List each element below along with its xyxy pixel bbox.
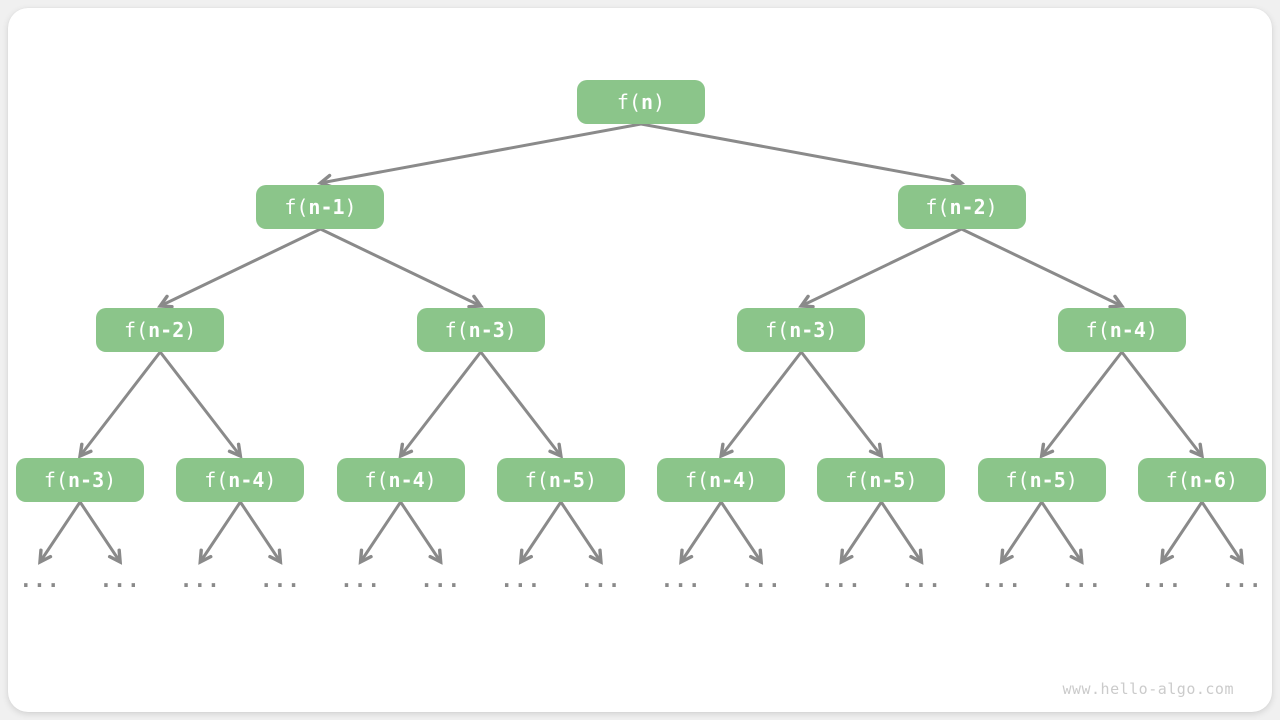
tree-node: f(n-5) [496,458,625,502]
tree-node: f(n-3) [737,308,866,352]
ellipsis-leaf: ... [740,568,782,593]
tree-node: f(n-4) [336,458,465,502]
ellipsis-leaf: ... [500,568,542,593]
ellipsis-leaf: ... [179,568,221,593]
watermark: www.hello-algo.com [1062,680,1234,698]
tree-node: f(n-3) [416,308,545,352]
ellipsis-leaf: ... [660,568,702,593]
tree-node: f(n-2) [96,308,225,352]
ellipsis-leaf: ... [19,568,61,593]
ellipsis-leaf: ... [580,568,622,593]
ellipsis-leaf: ... [981,568,1023,593]
tree-node: f(n-5) [817,458,946,502]
tree-node: f(n-1) [256,185,385,229]
ellipsis-leaf: ... [420,568,462,593]
ellipsis-leaf: ... [99,568,141,593]
ellipsis-leaf: ... [1061,568,1103,593]
tree-node: f(n-4) [176,458,305,502]
tree-node: f(n-6) [1137,458,1266,502]
ellipsis-leaf: ... [820,568,862,593]
tree-node: f(n) [577,80,705,124]
ellipsis-leaf: ... [259,568,301,593]
ellipsis-leaf: ... [340,568,381,593]
ellipsis-leaf: ... [900,568,942,593]
tree-node: f(n-4) [657,458,786,502]
tree-node: f(n-5) [977,458,1106,502]
ellipsis-leaf: ... [1141,568,1183,593]
tree-node: f(n-4) [1057,308,1186,352]
tree-node: f(n-3) [16,458,145,502]
tree-node: f(n-2) [897,185,1026,229]
ellipsis-leaf: ... [1221,568,1263,593]
